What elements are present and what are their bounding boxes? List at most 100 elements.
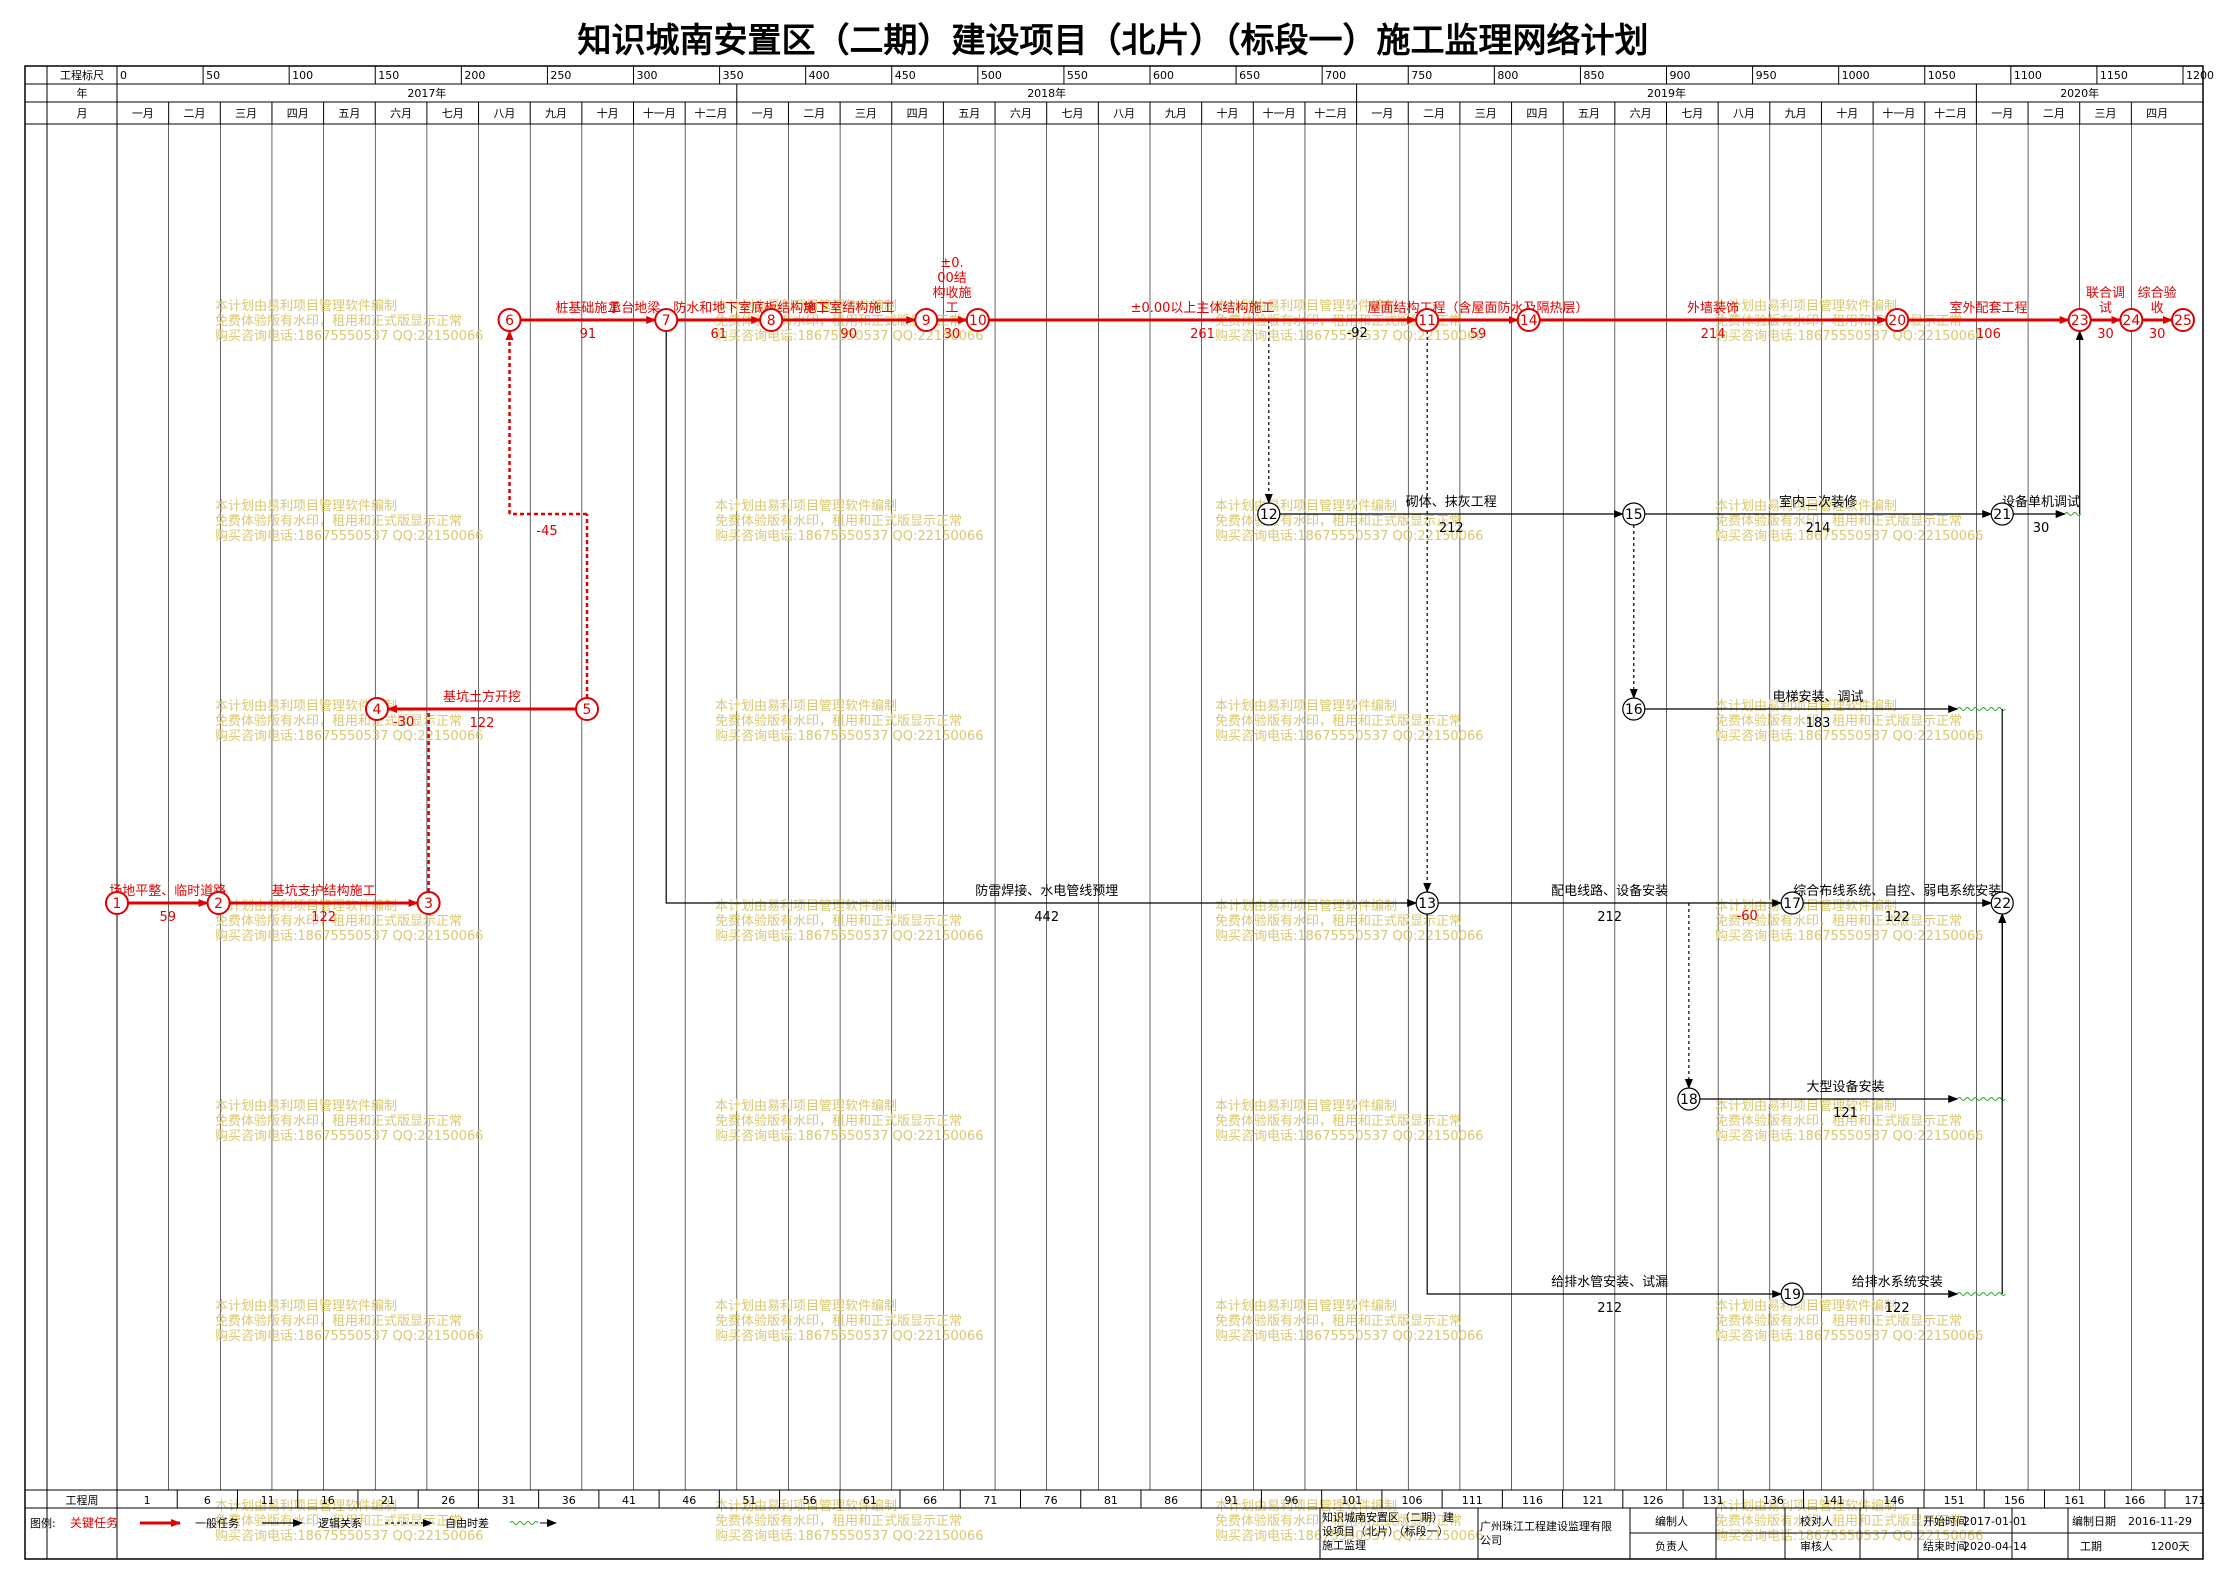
watermark-text: 购买咨询电话:18675550537 QQ:22150066 — [1215, 1328, 1484, 1344]
legend: 图例: 关键任务 一般任务 逻辑关系 自由时差 — [30, 1515, 557, 1530]
scale-tick-label: 500 — [981, 69, 1002, 82]
scale-tick-label: 550 — [1067, 69, 1088, 82]
scale-tick-label: 350 — [723, 69, 744, 82]
watermark-text: 本计划由易利项目管理软件编制 — [1215, 499, 1397, 514]
watermark-text: 本计划由易利项目管理软件编制 — [1715, 1099, 1897, 1114]
info-project-3: 施工监理 — [1322, 1539, 1366, 1552]
watermark-text: 购买咨询电话:18675550537 QQ:22150066 — [1715, 528, 1984, 544]
task-name: 外墙装饰 — [1687, 301, 1739, 316]
scale-tick-label: 1100 — [2014, 69, 2042, 82]
scale-tick-label: 150 — [378, 69, 399, 82]
task-name: 给排水系统安装 — [1852, 1275, 1943, 1290]
scale-tick-label: 1050 — [1928, 69, 1956, 82]
watermark-text: 购买咨询电话:18675550537 QQ:22150066 — [1715, 1328, 1984, 1344]
month-label: 五月 — [338, 107, 360, 120]
task-duration: 61 — [710, 327, 727, 342]
event-node — [497, 308, 522, 332]
task-duration: 212 — [1597, 1301, 1622, 1316]
watermark-text: 免费体验版有水印，租用和正式版显示正常 — [715, 713, 962, 729]
watermark-text: 购买咨询电话:18675550537 QQ:22150066 — [215, 328, 484, 344]
scale-tick-label: 400 — [809, 69, 830, 82]
event-node-number: 16 — [1625, 702, 1643, 718]
watermark-text: 免费体验版有水印，租用和正式版显示正常 — [715, 913, 962, 929]
scale-tick-label: 300 — [637, 69, 658, 82]
month-label: 二月 — [2043, 107, 2065, 120]
watermark-text: 本计划由易利项目管理软件编制 — [1215, 699, 1397, 714]
watermark-text: 免费体验版有水印，租用和正式版显示正常 — [715, 1513, 962, 1529]
month-label: 四月 — [1526, 107, 1548, 120]
task-duration: 212 — [1439, 521, 1464, 536]
event-node-number: 25 — [2174, 313, 2192, 329]
watermark-text: 本计划由易利项目管理软件编制 — [715, 499, 897, 514]
duration-value: 1200天 — [2151, 1540, 2190, 1553]
watermark-text: 本计划由易利项目管理软件编制 — [715, 1499, 897, 1514]
event-node-number: 6 — [505, 313, 514, 329]
info-table: 知识城南安置区（二期）建 设项目（北片）（标段一） 施工监理 广州珠江工程建设监… — [1319, 1508, 2203, 1559]
week-label: 1 — [144, 1494, 151, 1507]
week-label: 76 — [1044, 1494, 1058, 1507]
task-name: 收 — [2151, 301, 2164, 316]
week-label: 131 — [1703, 1494, 1724, 1507]
watermark-text: 本计划由易利项目管理软件编制 — [715, 1299, 897, 1314]
legend-normal-label: 一般任务 — [195, 1517, 239, 1530]
watermark-text: 本计划由易利项目管理软件编制 — [215, 899, 397, 914]
scale-tick-label: 650 — [1239, 69, 1260, 82]
watermark-text: 免费体验版有水印，租用和正式版显示正常 — [1215, 1113, 1462, 1129]
month-label: 十二月 — [1314, 106, 1347, 120]
task-name: ±0. — [940, 256, 963, 271]
float-label: -92 — [1347, 326, 1368, 341]
month-label: 三月 — [235, 107, 257, 120]
task-duration: 442 — [1034, 910, 1059, 925]
scale-tick-label: 50 — [206, 69, 220, 82]
week-label: 86 — [1164, 1494, 1178, 1507]
week-label: 116 — [1522, 1494, 1543, 1507]
watermark-text: 本计划由易利项目管理软件编制 — [215, 699, 397, 714]
task-arrow — [1426, 914, 1783, 1298]
watermark-text: 购买咨询电话:18675550537 QQ:22150066 — [1715, 1528, 1984, 1544]
week-label: 156 — [2004, 1494, 2025, 1507]
event-node — [105, 891, 129, 915]
month-label: 十月 — [1216, 106, 1238, 120]
task-duration: 59 — [160, 910, 177, 925]
task-duration: 121 — [1833, 1106, 1858, 1121]
month-label: 十月 — [597, 106, 619, 120]
scale-label: 工程标尺 — [60, 68, 104, 82]
week-label: 6 — [204, 1494, 211, 1507]
task-duration: 122 — [1885, 910, 1910, 925]
watermark-text: 免费体验版有水印，租用和正式版显示正常 — [215, 313, 462, 329]
watermark-text: 本计划由易利项目管理软件编制 — [215, 1499, 397, 1514]
month-label: 四月 — [287, 107, 309, 120]
watermark-text: 购买咨询电话:18675550537 QQ:22150066 — [215, 528, 484, 544]
watermark-text: 购买咨询电话:18675550537 QQ:22150066 — [715, 1128, 984, 1144]
scale-tick-label: 1150 — [2100, 69, 2128, 82]
event-node-number: 19 — [1783, 1287, 1801, 1303]
event-node-number: 12 — [1260, 507, 1278, 523]
scale-tick-label: 700 — [1325, 69, 1346, 82]
month-label: 五月 — [958, 107, 980, 120]
month-label: 一月 — [132, 107, 154, 120]
month-label: 七月 — [442, 107, 464, 120]
info-company-2: 公司 — [1480, 1534, 1502, 1547]
event-node-number: 22 — [1993, 896, 2011, 912]
scale-tick-label: 450 — [895, 69, 916, 82]
event-node — [1516, 308, 1541, 332]
month-label: 十一月 — [1263, 106, 1296, 120]
watermark-text: 本计划由易利项目管理软件编制 — [1215, 899, 1397, 914]
week-label: 141 — [1823, 1494, 1844, 1507]
float-label: -60 — [1737, 909, 1758, 924]
scale-tick-label: 750 — [1411, 69, 1432, 82]
watermark-text: 本计划由易利项目管理软件编制 — [215, 299, 397, 314]
task-duration: 183 — [1806, 716, 1831, 731]
week-label: 171 — [2185, 1494, 2206, 1507]
event-node-number: 23 — [2071, 313, 2089, 329]
watermark-text: 免费体验版有水印，租用和正式版显示正常 — [1215, 513, 1462, 529]
watermark-text: 免费体验版有水印，租用和正式版显示正常 — [1215, 1313, 1462, 1329]
event-node-number: 18 — [1680, 1092, 1698, 1108]
event-node — [2067, 308, 2092, 332]
event-node-number: 20 — [1888, 313, 1906, 329]
watermark-text: 购买咨询电话:18675550537 QQ:22150066 — [1215, 528, 1484, 544]
task-duration: 90 — [840, 327, 857, 342]
month-label: 八月 — [1733, 107, 1755, 120]
event-node-number: 2 — [214, 896, 223, 912]
